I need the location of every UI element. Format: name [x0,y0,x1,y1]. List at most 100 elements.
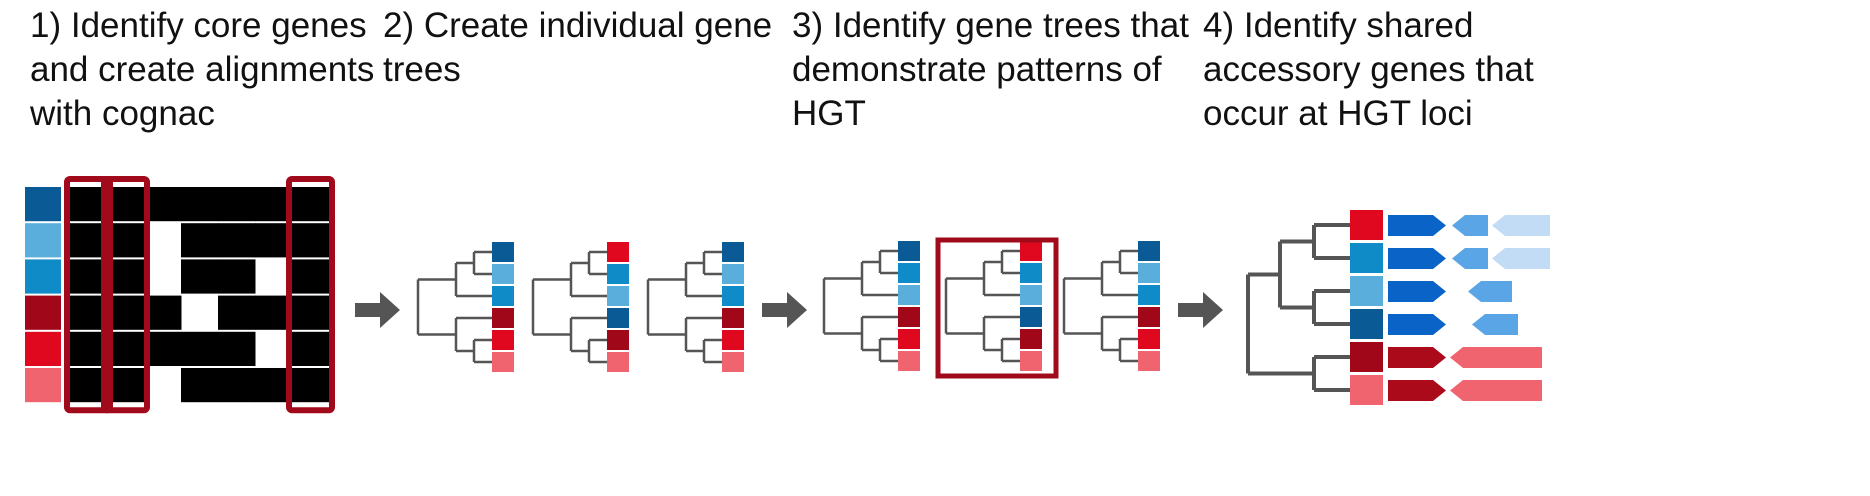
step-3-title: 3) Identify gene trees that demonstrate … [792,6,1189,133]
leaf-color-block [1138,263,1160,283]
accessory-gene-arrow [1452,215,1488,236]
leaf-color-block [722,352,744,372]
leaf-color-block [492,330,514,350]
accessory-gene-arrow [1388,314,1446,335]
leaf-color-block [1138,351,1160,371]
right-arrow-icon [762,292,807,328]
leaf-color-block [1020,351,1042,371]
leaf-color-block [492,352,514,372]
leaf-color-block [492,264,514,284]
leaf-color-block [1020,307,1042,327]
genome-color-block [25,368,61,403]
leaf-color-block [1020,285,1042,305]
leaf-color-block [722,308,744,328]
leaf-color-block [898,329,920,349]
genome-color-block [1350,243,1383,273]
alignment-cell [292,295,330,330]
accessory-gene-arrow [1388,380,1446,401]
alignment-cell [181,331,219,366]
leaf-color-block [1020,263,1042,283]
leaf-color-block [607,330,629,350]
alignment-cell [218,223,256,258]
alignment-cell [181,223,219,258]
step-1-title: 1) Identify core genes and create alignm… [30,6,375,133]
accessory-gene-arrow [1452,248,1488,269]
genome-color-block [1350,210,1383,240]
alignment-cell [107,187,145,222]
leaf-color-block [898,241,920,261]
core-gene-highlight [64,176,113,414]
leaf-color-block [1138,307,1160,327]
genome-color-block [25,187,61,222]
accessory-gene-arrow [1492,215,1550,236]
leaf-color-block [898,263,920,283]
genome-color-block [1350,342,1383,372]
right-arrow-icon [1178,292,1223,328]
alignment-cell [218,295,256,330]
leaf-color-block [1138,241,1160,261]
alignment-cell [144,295,182,330]
leaf-color-block [492,242,514,262]
core-gene-highlight [101,176,150,414]
leaf-color-block [607,352,629,372]
alignment-cell [107,331,145,366]
alignment-cell [144,187,182,222]
accessory-gene-arrow [1388,248,1446,269]
leaf-color-block [492,308,514,328]
hgt-tree-highlight [935,237,1059,379]
alignment-cell [181,368,219,403]
leaf-color-block [1138,329,1160,349]
leaf-color-block [898,285,920,305]
leaf-color-block [722,264,744,284]
accessory-gene-arrow [1388,215,1446,236]
accessory-gene-arrow [1468,281,1512,302]
alignment-cell [292,223,330,258]
leaf-color-block [722,330,744,350]
alignment-cell [107,259,145,294]
leaf-color-block [1138,285,1160,305]
step-3-gene-trees [822,237,1160,379]
alignment-cell [292,187,330,222]
alignment-cell [181,187,219,222]
step-arrows [355,292,1223,328]
leaf-color-block [1020,329,1042,349]
leaf-color-block [722,286,744,306]
step-4-title: 4) Identify shared accessory genes that … [1203,6,1534,133]
leaf-color-block [607,264,629,284]
leaf-color-block [607,242,629,262]
right-arrow-icon [355,292,400,328]
alignment-cell [107,368,145,403]
genome-color-block [1350,276,1383,306]
alignment-cell [292,368,330,403]
leaf-color-block [607,308,629,328]
accessory-gene-arrow [1450,347,1542,368]
alignment-cell [218,187,256,222]
alignment-cell [144,331,182,366]
accessory-gene-arrow [1388,281,1446,302]
leaf-color-block [898,351,920,371]
accessory-gene-arrow [1492,248,1550,269]
accessory-gene-arrow [1472,314,1518,335]
alignment-cell [107,223,145,258]
core-gene-alignment [25,176,335,414]
alignment-cell [218,259,256,294]
alignment-cell [181,259,219,294]
step-4-shared-accessory-genes [1246,210,1550,405]
leaf-color-block [722,242,744,262]
leaf-color-block [898,307,920,327]
genome-color-block [25,331,61,366]
alignment-cell [218,331,256,366]
leaf-color-block [1020,241,1042,261]
genome-color-block [1350,309,1383,339]
leaf-color-block [492,286,514,306]
core-gene-highlight [286,176,335,414]
step-2-title: 2) Create individual gene trees [383,6,773,89]
accessory-gene-arrow [1388,347,1446,368]
alignment-cell [292,259,330,294]
genome-color-block [25,259,61,294]
alignment-cell [292,331,330,366]
step-2-gene-trees [416,242,744,372]
genome-color-block [1350,375,1383,405]
genome-color-block [25,223,61,258]
